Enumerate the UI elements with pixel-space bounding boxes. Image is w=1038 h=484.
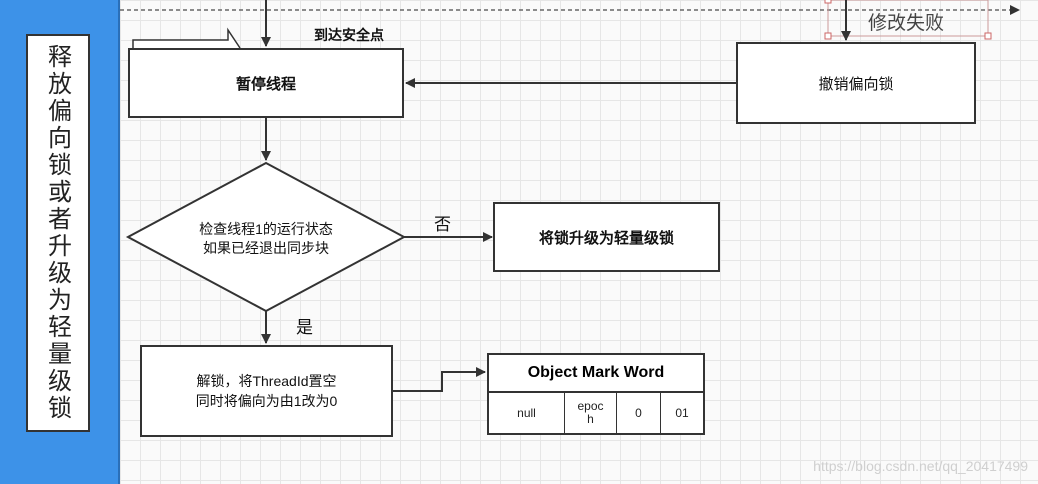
selection-handle [824,32,832,40]
mark-word-table: Object Mark Word null epoc h 0 01 [487,353,705,435]
node-upgrade-lock: 将锁升级为轻量级锁 [493,202,720,272]
swimlane-label: 释放偏向锁或者升级为轻量级锁 [26,34,90,432]
mark-word-cell: 01 [675,405,689,420]
arrow-unlock-to-markword [393,367,486,392]
node-revoke-bias-label: 撤销偏向锁 [818,75,894,93]
label-no: 否 [434,215,451,234]
top-boundary-arrowhead [1010,5,1020,15]
label-yes: 是 [296,318,313,337]
selection-handle [984,32,992,40]
decision-text-line1: 检查线程1的运行状态 [199,221,333,237]
mark-word-title: Object Mark Word [489,355,703,393]
label-modify-fail: 修改失败 [868,13,945,34]
mark-word-cell: epoc h [565,393,617,433]
watermark: https://blog.csdn.net/qq_20417499 [813,458,1028,474]
node-pause-thread: 暂停线程 [128,48,404,118]
label-safepoint: 到达安全点 [314,27,384,43]
node-unlock-line2: 同时将偏向为由1改为0 [195,393,338,409]
node-upgrade-lock-label: 将锁升级为轻量级锁 [538,229,674,247]
mark-word-cell: null [489,393,565,433]
node-pause-thread-label: 暂停线程 [235,75,296,93]
note-tab [132,27,241,49]
decision-text: 检查线程1的运行状态 如果已经退出同步块 [150,220,382,258]
node-unlock: 解锁，将ThreadId置空 同时将偏向为由1改为0 [140,345,393,437]
mark-word-row: null epoc h 0 01 [489,393,703,433]
node-revoke-bias: 撤销偏向锁 [736,42,976,124]
swimlane-label-text: 释放偏向锁或者升级为轻量级锁 [43,44,72,422]
selection-frame [827,0,989,37]
swimlane: 释放偏向锁或者升级为轻量级锁 [0,0,120,484]
selection-handle [824,0,832,4]
decision-text-line2: 如果已经退出同步块 [203,240,329,256]
mark-word-cell: 0 [617,393,661,433]
node-unlock-line1: 解锁，将ThreadId置空 [196,373,337,389]
